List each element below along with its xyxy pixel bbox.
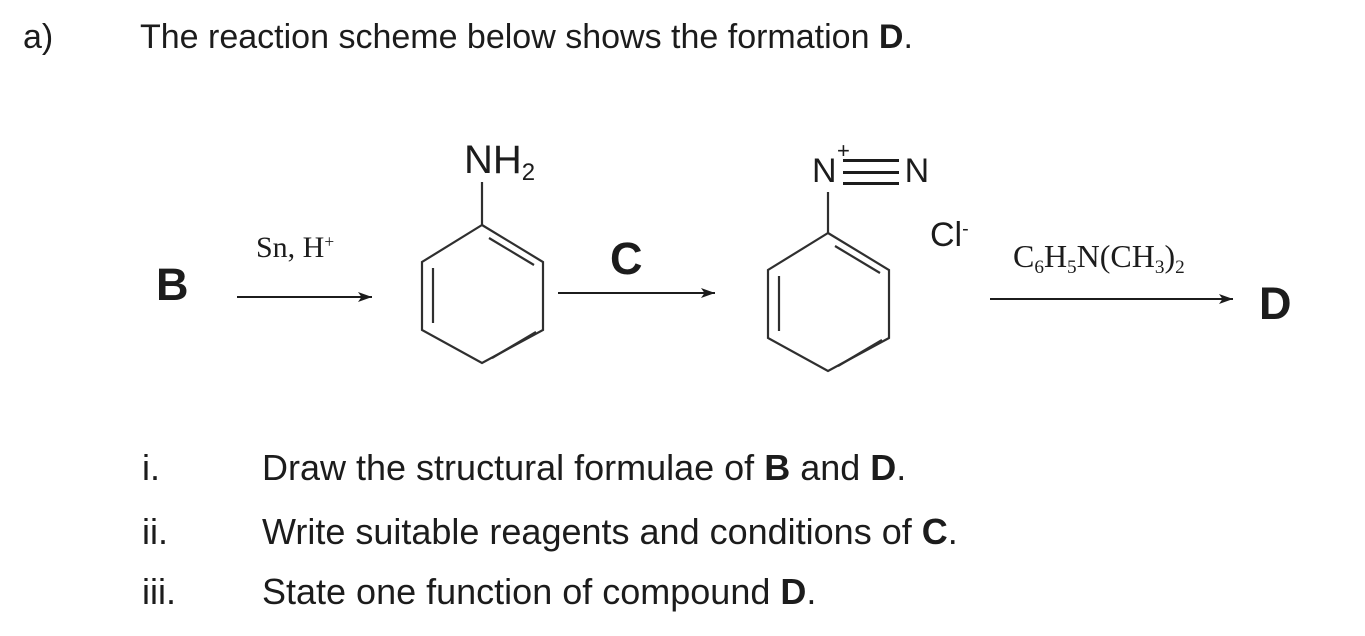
question-text: State one function of compound xyxy=(262,571,781,612)
prompt-text: The reaction scheme below shows the form… xyxy=(140,18,879,56)
step1-reagent-label: Sn, H+ xyxy=(256,233,334,263)
question-prompt: The reaction scheme below shows the form… xyxy=(140,17,913,58)
diazonium-group-label: N+N xyxy=(812,140,930,190)
question-bold-compound: D xyxy=(780,571,807,612)
formula-subscript: 6 xyxy=(1034,256,1044,278)
diazonium-n-left: N xyxy=(812,152,837,190)
question-bold-compound: D xyxy=(870,447,897,488)
step2-reagent-label: C xyxy=(610,233,643,284)
question-i-text: Draw the structural formulae of B and D. xyxy=(262,447,906,488)
chloride-negative-charge: - xyxy=(962,218,969,241)
benzene-ring-aniline xyxy=(420,182,545,365)
formula-part: N(CH xyxy=(1076,238,1155,274)
chloride-text: Cl xyxy=(930,216,963,254)
benzene-ring-diazonium xyxy=(766,192,891,373)
question-text: . xyxy=(947,511,958,552)
formula-part: H xyxy=(1043,238,1068,274)
compound-b-label: B xyxy=(156,259,189,310)
question-ii-text: Write suitable reagents and conditions o… xyxy=(262,511,958,552)
question-text: Draw the structural formulae of xyxy=(262,447,765,488)
formula-subscript: 3 xyxy=(1154,256,1165,278)
formula-part: C xyxy=(1013,238,1035,274)
question-i-numeral: i. xyxy=(142,447,160,488)
diazonium-n-right: N xyxy=(904,152,930,190)
formula-part: ) xyxy=(1164,238,1176,274)
question-ii-numeral: ii. xyxy=(142,511,168,552)
question-iii-numeral: iii. xyxy=(142,571,176,612)
formula-subscript: 2 xyxy=(1175,256,1185,278)
amine-group-text: NH xyxy=(464,138,522,182)
chloride-counter-ion-label: Cl- xyxy=(930,218,969,252)
prompt-compound-d: D xyxy=(878,18,904,56)
step3-reagent-label: C6H5N(CH3)2 xyxy=(1013,240,1185,277)
part-label: a) xyxy=(23,18,54,56)
formula-subscript: 5 xyxy=(1067,256,1077,278)
compound-d-label: D xyxy=(1259,278,1292,329)
amine-group-label: NH2 xyxy=(464,140,535,185)
question-text: Write suitable reagents and conditions o… xyxy=(262,511,922,552)
question-iii-text: State one function of compound D. xyxy=(262,571,816,612)
prompt-period: . xyxy=(903,18,913,56)
triple-bond-icon xyxy=(842,159,899,185)
question-text: and xyxy=(790,447,871,488)
step1-reagent-charge: + xyxy=(324,231,335,252)
question-bold-compound: C xyxy=(921,511,948,552)
amine-group-subscript: 2 xyxy=(521,159,536,187)
question-text: . xyxy=(896,447,907,488)
step1-reagent-text: Sn, H xyxy=(256,231,325,264)
question-text: . xyxy=(806,571,817,612)
diazonium-positive-charge: + xyxy=(837,138,850,163)
question-bold-compound: B xyxy=(764,447,791,488)
